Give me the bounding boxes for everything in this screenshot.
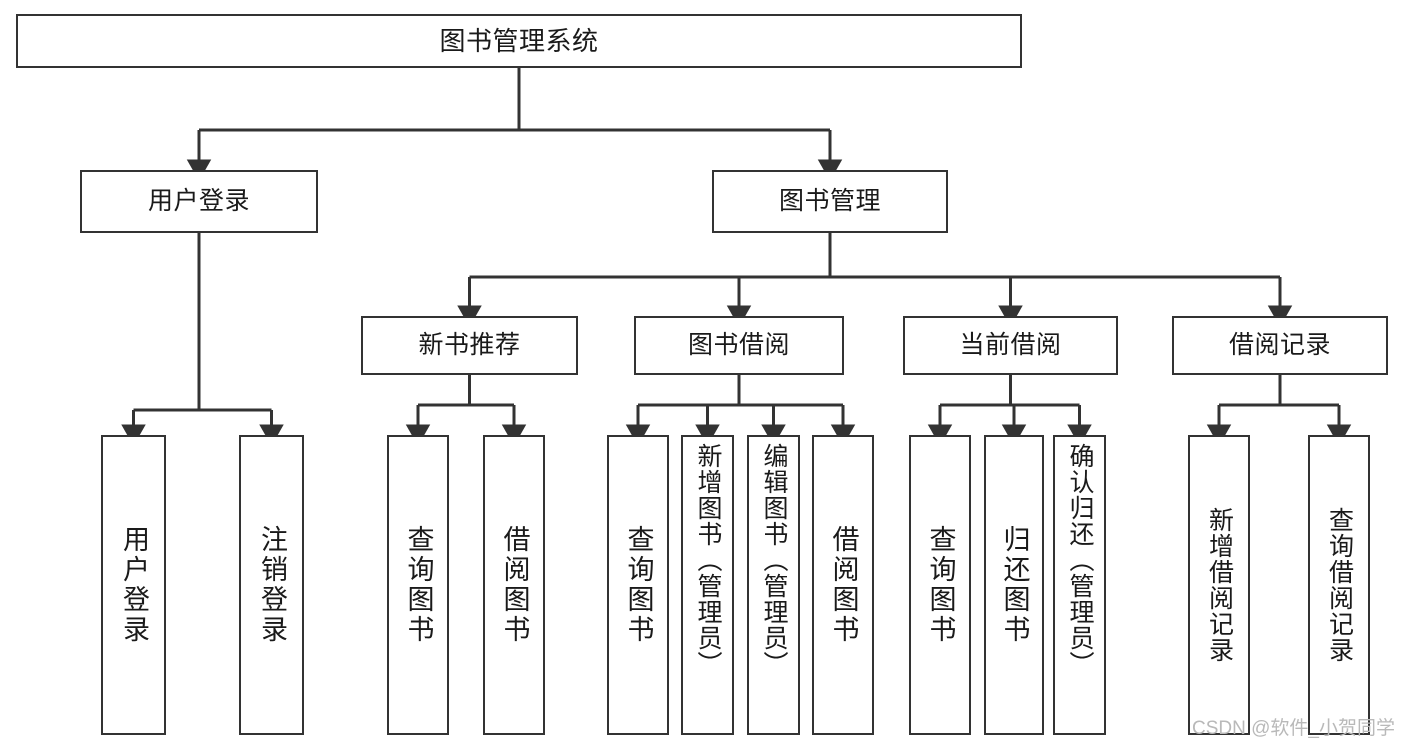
node-label-leaf-query-book-2: 查询图书: [623, 525, 654, 645]
node-book-borrow[interactable]: 图书借阅: [634, 316, 844, 375]
node-borrow-record[interactable]: 借阅记录: [1172, 316, 1388, 375]
node-book-mgmt[interactable]: 图书管理: [712, 170, 948, 233]
node-leaf-query-book-3[interactable]: 查询图书: [909, 435, 971, 735]
node-root[interactable]: 图书管理系统: [16, 14, 1022, 68]
node-new-book-rec[interactable]: 新书推荐: [361, 316, 578, 375]
node-label-leaf-add-book: 新增图书（管理员）: [694, 443, 722, 677]
node-leaf-borrow-book-1[interactable]: 借阅图书: [483, 435, 545, 735]
node-label-leaf-confirm-return: 确认归还（管理员）: [1066, 443, 1094, 677]
node-label-current-borrow: 当前借阅: [959, 330, 1062, 359]
node-leaf-add-record[interactable]: 新增借阅记录: [1188, 435, 1250, 735]
node-leaf-query-book-1[interactable]: 查询图书: [387, 435, 449, 735]
node-label-leaf-user-login: 用户登录: [119, 525, 149, 645]
node-label-new-book-rec: 新书推荐: [418, 330, 521, 359]
node-label-leaf-query-book-3: 查询图书: [925, 525, 956, 645]
node-leaf-query-book-2[interactable]: 查询图书: [607, 435, 669, 735]
node-leaf-confirm-return[interactable]: 确认归还（管理员）: [1053, 435, 1106, 735]
connector-lines: [121, 68, 1352, 446]
node-label-book-borrow: 图书借阅: [687, 330, 790, 359]
node-label-leaf-user-logout: 注销登录: [257, 525, 287, 645]
node-label-book-mgmt: 图书管理: [778, 186, 881, 215]
node-leaf-borrow-book-2[interactable]: 借阅图书: [812, 435, 874, 735]
node-label-leaf-borrow-book-2: 借阅图书: [828, 525, 859, 645]
node-label-leaf-edit-book: 编辑图书（管理员）: [760, 443, 788, 677]
node-leaf-return-book[interactable]: 归还图书: [984, 435, 1044, 735]
node-label-leaf-add-record: 新增借阅记录: [1205, 507, 1234, 663]
node-label-leaf-query-record: 查询借阅记录: [1325, 507, 1354, 663]
node-label-leaf-return-book: 归还图书: [999, 525, 1030, 645]
node-leaf-user-logout[interactable]: 注销登录: [239, 435, 304, 735]
node-label-user-login: 用户登录: [147, 186, 250, 215]
node-leaf-user-login[interactable]: 用户登录: [101, 435, 166, 735]
node-label-root: 图书管理系统: [439, 25, 599, 56]
node-label-borrow-record: 借阅记录: [1228, 330, 1331, 359]
node-user-login[interactable]: 用户登录: [80, 170, 318, 233]
node-leaf-add-book[interactable]: 新增图书（管理员）: [681, 435, 734, 735]
node-label-leaf-query-book-1: 查询图书: [403, 525, 434, 645]
node-current-borrow[interactable]: 当前借阅: [903, 316, 1118, 375]
csdn-watermark: CSDN @软件_小贺同学: [1192, 718, 1395, 739]
node-label-leaf-borrow-book-1: 借阅图书: [499, 525, 530, 645]
node-leaf-edit-book[interactable]: 编辑图书（管理员）: [747, 435, 800, 735]
node-leaf-query-record[interactable]: 查询借阅记录: [1308, 435, 1370, 735]
